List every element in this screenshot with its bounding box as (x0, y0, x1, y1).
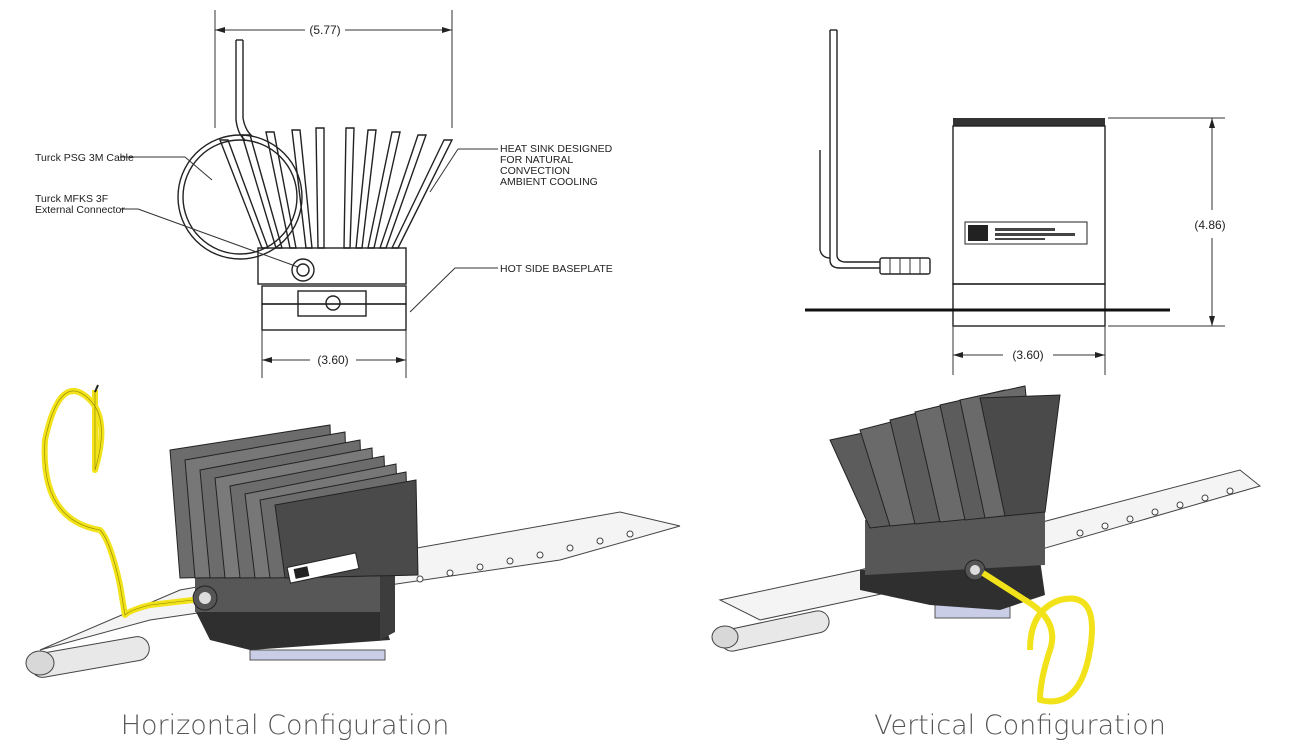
left-technical-drawing: (5.77) (35, 10, 613, 378)
callout-heatsink-line3: CONVECTION (500, 165, 570, 177)
callout-connector-line1: Turck MFKS 3F (35, 193, 108, 205)
right-technical-drawing: (4.86) (3.60) (805, 29, 1226, 375)
horizontal-configuration-render (25, 384, 681, 678)
caption-vertical-configuration: Vertical Configuration (874, 710, 1166, 741)
dimension-label-4-86: (4.86) (1194, 218, 1225, 232)
callout-baseplate: HOT SIDE BASEPLATE (500, 263, 613, 275)
callout-connector-line2: External Connector (35, 204, 125, 216)
caption-horizontal-configuration: Horizontal Configuration (120, 710, 450, 741)
callout-heatsink-line2: FOR NATURAL (500, 154, 573, 166)
callout-cable: Turck PSG 3M Cable (35, 152, 134, 164)
dimension-label-3-60-left: (3.60) (317, 353, 348, 367)
callout-heatsink-line1: HEAT SINK DESIGNED (500, 143, 613, 155)
dimension-width-top: (5.77) (214, 10, 453, 128)
heatsink-fins-drawing (218, 127, 454, 249)
horizontal-heatsink-fins (169, 424, 419, 579)
callout-heatsink-line4: AMBIENT COOLING (500, 176, 598, 188)
vertical-heatsink-fins (829, 385, 1061, 529)
dimension-label-5-77: (5.77) (309, 23, 340, 37)
dimension-label-3-60-right: (3.60) (1012, 348, 1043, 362)
vertical-configuration-render (711, 385, 1262, 705)
